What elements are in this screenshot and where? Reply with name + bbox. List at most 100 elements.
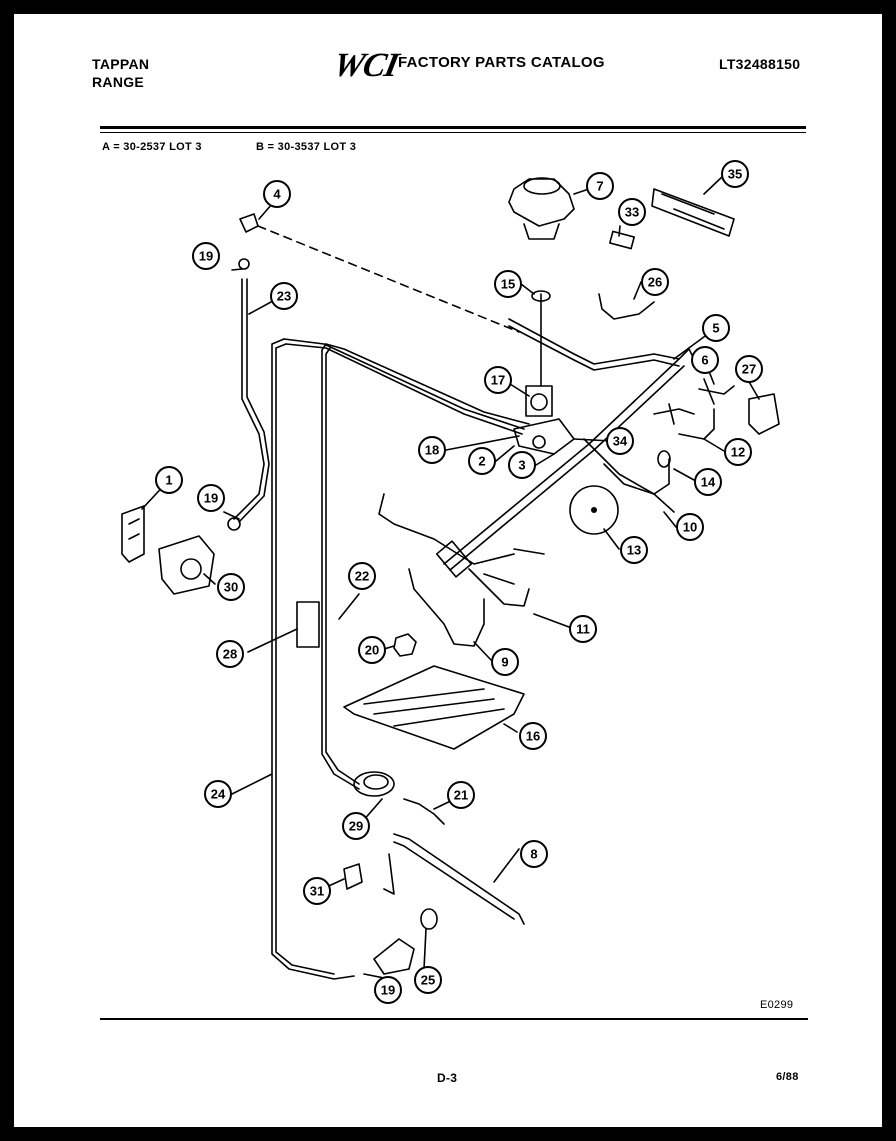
burner-8 xyxy=(393,833,525,925)
svg-text:5: 5 xyxy=(712,321,719,336)
burner-tube-5-lower xyxy=(508,325,680,371)
callout: 9 xyxy=(491,648,519,676)
switch-27 xyxy=(748,393,780,435)
svg-text:8: 8 xyxy=(530,847,537,862)
svg-text:18: 18 xyxy=(425,443,439,458)
svg-text:14: 14 xyxy=(701,475,716,490)
svg-text:19: 19 xyxy=(199,249,213,264)
bracket-1b xyxy=(128,518,140,540)
thermostat-30 xyxy=(158,535,215,595)
catalog-title: FACTORY PARTS CATALOG xyxy=(398,54,605,71)
svg-text:9: 9 xyxy=(501,655,508,670)
part-drawings xyxy=(121,175,780,980)
leaders xyxy=(141,175,760,980)
leader-dashed xyxy=(257,225,520,333)
callout: 6 xyxy=(691,346,719,374)
clip-31 xyxy=(343,863,363,890)
svg-text:2: 2 xyxy=(478,454,485,469)
svg-text:6: 6 xyxy=(701,353,708,368)
washer-15 xyxy=(531,290,551,302)
svg-text:12: 12 xyxy=(731,445,745,460)
fitting-19-mid xyxy=(227,517,241,531)
callout: 15 xyxy=(494,270,522,298)
tube-24 xyxy=(271,338,355,980)
callout: 30 xyxy=(217,573,245,601)
callout: 8 xyxy=(520,840,548,868)
thermocouple-11 xyxy=(468,568,530,607)
variant-b-label: B = 30-3537 LOT 3 xyxy=(256,141,357,153)
header-rule xyxy=(100,126,806,129)
electrode xyxy=(483,548,545,585)
callout: 25 xyxy=(414,966,442,994)
svg-text:15: 15 xyxy=(501,277,515,292)
svg-text:30: 30 xyxy=(224,580,238,595)
orifice-6a xyxy=(698,385,735,395)
wire-14-end xyxy=(657,450,671,468)
tube-24-inner xyxy=(275,343,335,975)
valve-17-knob xyxy=(530,393,548,411)
svg-text:19: 19 xyxy=(204,491,218,506)
coil-29 xyxy=(353,771,395,797)
fitting-19-top xyxy=(238,258,250,270)
model-number: LT32488150 xyxy=(719,56,801,72)
variant-a-label: A = 30-2537 LOT 3 xyxy=(102,141,202,153)
callout: 31 xyxy=(303,877,331,905)
svg-text:1: 1 xyxy=(165,473,172,488)
callout: 35 xyxy=(721,160,749,188)
wire-12 xyxy=(678,408,715,440)
callout: 2 xyxy=(468,447,496,475)
svg-text:35: 35 xyxy=(728,167,742,182)
regulator-7-base xyxy=(523,223,560,240)
clip-4 xyxy=(239,213,259,233)
fitting-21 xyxy=(403,798,445,825)
manifold-end xyxy=(435,540,473,578)
callout: 3 xyxy=(508,451,536,479)
svg-text:34: 34 xyxy=(613,434,628,449)
svg-text:29: 29 xyxy=(349,819,363,834)
callout: 27 xyxy=(735,355,763,383)
ignitor-35-detail xyxy=(661,193,725,230)
svg-text:17: 17 xyxy=(491,373,505,388)
svg-text:3: 3 xyxy=(518,458,525,473)
callout: 29 xyxy=(342,812,370,840)
valve-2 xyxy=(532,435,546,449)
figure-code: E0299 xyxy=(760,999,794,1011)
callout: 5 xyxy=(702,314,730,342)
svg-text:27: 27 xyxy=(742,362,756,377)
callout: 23 xyxy=(270,282,298,310)
callout: 20 xyxy=(358,636,386,664)
svg-text:23: 23 xyxy=(277,289,291,304)
svg-text:16: 16 xyxy=(526,729,540,744)
svg-text:7: 7 xyxy=(596,179,603,194)
ring-25 xyxy=(420,908,438,930)
callout: 18 xyxy=(418,436,446,464)
svg-text:21: 21 xyxy=(454,788,468,803)
tube-22-inner xyxy=(325,347,360,785)
brand-name: TAPPAN xyxy=(92,56,150,72)
valve-17 xyxy=(525,385,553,417)
plate-16-lines xyxy=(363,688,505,727)
tube-23 xyxy=(233,278,265,520)
page-id: D-3 xyxy=(437,1071,458,1085)
svg-text:11: 11 xyxy=(576,622,590,637)
callout: 16 xyxy=(519,722,547,750)
svg-text:26: 26 xyxy=(648,275,662,290)
svg-text:22: 22 xyxy=(355,569,369,584)
svg-text:31: 31 xyxy=(310,884,324,899)
callout: 11 xyxy=(569,615,597,643)
product-type: RANGE xyxy=(92,74,145,90)
parts-diagram: 4 19 23 7 33 35 15 26 5 6 27 17 18 2 3 3… xyxy=(121,160,780,1004)
callout: 19 xyxy=(192,242,220,270)
callout: 10 xyxy=(676,513,704,541)
valve-25 xyxy=(373,938,415,975)
callout: 34 xyxy=(606,427,634,455)
ignitor-35 xyxy=(651,188,735,237)
svg-text:20: 20 xyxy=(365,643,379,658)
orifice-6b xyxy=(653,408,695,415)
svg-text:19: 19 xyxy=(381,983,395,998)
thermostat-30-dial xyxy=(180,558,202,580)
plate-16 xyxy=(343,665,525,750)
ignitor-lead xyxy=(378,493,515,565)
callout: 19 xyxy=(197,484,225,512)
callout: 21 xyxy=(447,781,475,809)
